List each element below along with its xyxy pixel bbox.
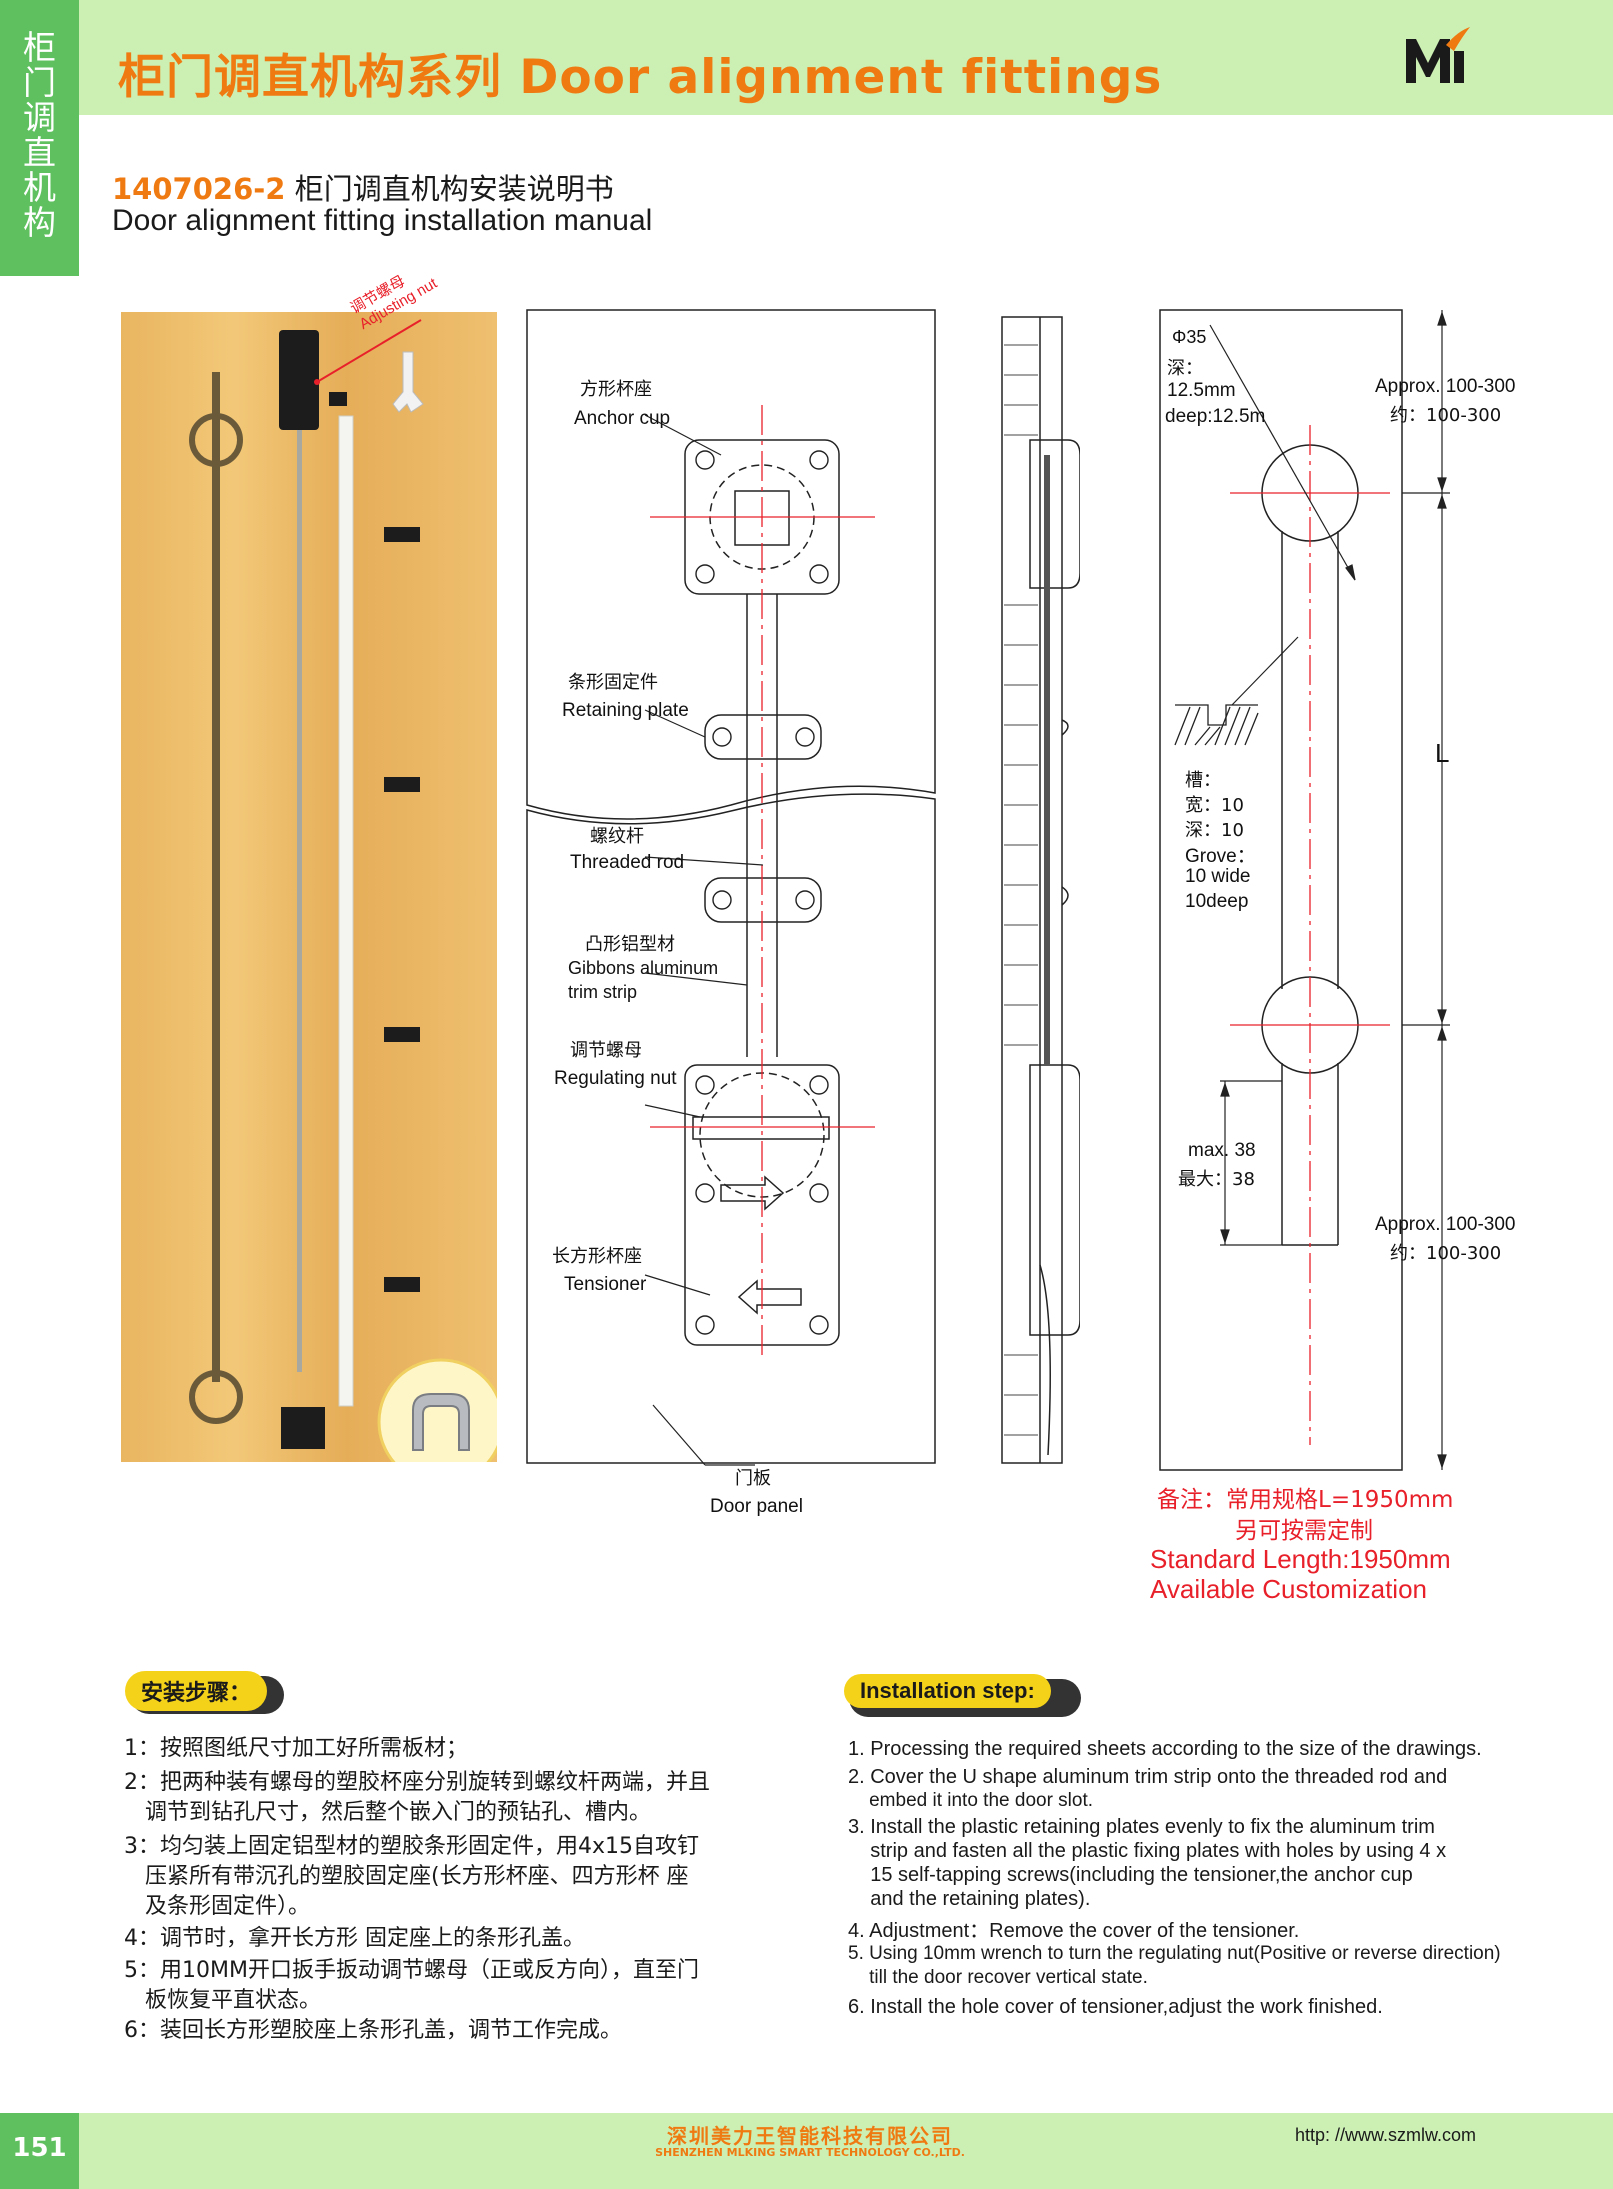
diameter-label: Φ35 (1172, 327, 1207, 347)
step-cn-line: 6：装回长方形塑胶座上条形孔盖，调节工作完成。 (124, 2018, 622, 2043)
groove-wide-label: 10 wide (1185, 866, 1251, 887)
note-en-line2: Available Customization (1150, 1574, 1427, 1604)
steps-en-heading: Installation step: (844, 1674, 1051, 1708)
step-en-line: 1. Processing the required sheets accord… (848, 1738, 1482, 1760)
regulating-nut-label-cn: 调节螺母 (570, 1040, 642, 1061)
page-number-box (0, 2113, 79, 2189)
page-number: 151 (12, 2133, 67, 2163)
header-band (0, 0, 1613, 115)
approx-bottom-label-en: Approx. 100-300 (1375, 1214, 1516, 1235)
step-cn-line: 3：均匀装上固定铝型材的塑胶条形固定件，用4x15自攻钉 (124, 1834, 700, 1859)
subtitle-cn-text: 柜门调直机构安装说明书 (294, 172, 614, 206)
assembly-diagram (526, 309, 936, 1466)
side-tab-char: 直 (23, 133, 56, 172)
step-en-line: and the retaining plates). (848, 1888, 1091, 1910)
steps-cn-heading: 安装步骤： (125, 1671, 268, 1711)
side-tab-char: 门 (23, 63, 56, 102)
approx-top-label-cn: 约：100-300 (1390, 405, 1502, 426)
product-code: 1407026-2 (112, 172, 286, 206)
subtitle-en: Door alignment fitting installation manu… (112, 204, 653, 237)
retaining-plate-label-cn: 条形固定件 (568, 672, 658, 693)
anchor-cup-label-cn: 方形杯座 (580, 379, 652, 400)
step-cn-line: 调节到钻孔尺寸，然后整个嵌入门的预钻孔、槽内。 (124, 1800, 651, 1825)
groove-width-label: 宽：10 (1185, 795, 1244, 816)
approx-bottom-label-cn: 约：100-300 (1390, 1243, 1502, 1264)
step-en-line: 15 self-tapping screws(including the ten… (848, 1864, 1413, 1886)
groove-depth-label: 深：10 (1185, 820, 1244, 841)
trim-strip-label-en1: Gibbons aluminum (568, 958, 719, 978)
trim-strip-label-en2: trim strip (568, 982, 637, 1002)
step-en-line: 3. Install the plastic retaining plates … (848, 1816, 1435, 1838)
door-panel-label-en: Door panel (710, 1496, 803, 1517)
approx-top-label-en: Approx. 100-300 (1375, 376, 1516, 397)
step-cn-line: 板恢复平直状态。 (124, 1988, 321, 2013)
length-label: L (1435, 738, 1450, 768)
retaining-plate-label-en: Retaining plate (562, 700, 689, 721)
threaded-rod-label-cn: 螺纹杆 (590, 826, 644, 847)
step-cn-line: 4：调节时，拿开长方形 固定座上的条形孔盖。 (124, 1926, 585, 1951)
step-en-line: 6. Install the hole cover of tensioner,a… (848, 1996, 1383, 2018)
step-cn-line: 2：把两种装有螺母的塑胶杯座分别旋转到螺纹杆两端，并且 (124, 1770, 710, 1795)
step-cn-line: 5：用10MM开口扳手扳动调节螺母（正或反方向），直至门 (124, 1958, 699, 1983)
anchor-cup-label-en: Anchor cup (574, 408, 671, 429)
depth-label-mm: 12.5mm (1167, 380, 1236, 401)
tensioner-label-en: Tensioner (564, 1274, 647, 1295)
side-tab: 柜 门 调 直 机 构 (0, 0, 79, 276)
step-cn-line: 及条形固定件）。 (124, 1894, 310, 1919)
step-en-line: till the door recover vertical state. (848, 1967, 1148, 1988)
step-cn-line: 1：按照图纸尺寸加工好所需板材； (124, 1736, 468, 1761)
trim-strip-label-cn: 凸形铝型材 (585, 934, 675, 955)
depth-label-en: deep:12.5m (1165, 406, 1266, 427)
footer-band (0, 2113, 1613, 2189)
note-cn-line1: 备注：常用规格L=1950mm (1157, 1487, 1454, 1513)
threaded-rod-label-en: Threaded rod (570, 852, 685, 873)
groove-label-en: Grove： (1185, 846, 1256, 867)
groove-deep-label: 10deep (1185, 891, 1249, 912)
side-tab-char: 调 (23, 98, 56, 137)
regulating-nut-label-en: Regulating nut (554, 1068, 677, 1089)
side-section-diagram (1001, 316, 1080, 1464)
max-label-en: max. 38 (1188, 1140, 1256, 1161)
step-cn-line: 压紧所有带沉孔的塑胶固定座(长方形杯座、四方形杯 座 (124, 1864, 689, 1889)
step-en-line: embed it into the door slot. (848, 1790, 1094, 1811)
page-title: 柜门调直机构系列 Door alignment fittings (118, 50, 1163, 105)
subtitle-cn: 1407026-2 柜门调直机构安装说明书 (112, 166, 614, 208)
side-tab-char: 柜 (23, 28, 56, 67)
step-en-line: 2. Cover the U shape aluminum trim strip… (848, 1766, 1448, 1788)
brand-logo (1406, 27, 1470, 83)
company-name-en: SHENZHEN MLKING SMART TECHNOLOGY CO.,LTD… (655, 2146, 965, 2159)
step-en-line: strip and fasten all the plastic fixing … (848, 1840, 1447, 1862)
groove-label-cn: 槽： (1185, 770, 1221, 791)
step-en-line: 4. Adjustment：Remove the cover of the te… (848, 1920, 1300, 1942)
website-link[interactable]: http: //www.szmlw.com (1295, 2125, 1477, 2145)
door-panel-label-cn: 门板 (735, 1468, 771, 1489)
max-label-cn: 最大：38 (1178, 1169, 1255, 1190)
note-en-line1: Standard Length:1950mm (1150, 1544, 1451, 1574)
side-tab-char: 机 (23, 168, 56, 207)
note-cn-line2: 另可按需定制 (1235, 1518, 1373, 1544)
step-en-line: 5. Using 10mm wrench to turn the regulat… (848, 1943, 1501, 1964)
product-photo (121, 312, 497, 1462)
tensioner-label-cn: 长方形杯座 (552, 1246, 642, 1267)
depth-label-cn: 深： (1167, 358, 1203, 379)
side-tab-char: 构 (23, 203, 56, 242)
company-name-cn: 深圳美力王智能科技有限公司 (667, 2124, 953, 2148)
dimension-diagram (1159, 309, 1450, 1471)
